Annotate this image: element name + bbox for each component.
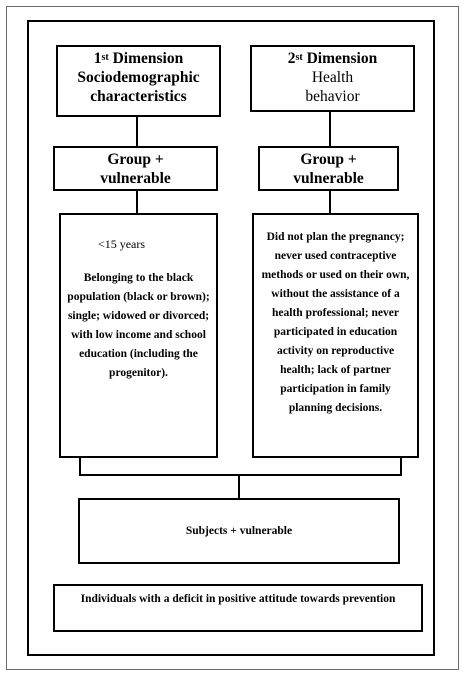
dimension2-description: Did not plan the pregnancy; never used c…	[261, 231, 410, 414]
dimension2-header: 2st Dimension Health behavior	[250, 45, 415, 112]
individuals-label: Individuals with a deficit in positive a…	[80, 593, 396, 605]
dimension1-label: Dimension	[112, 50, 184, 67]
individuals-box: Individuals with a deficit in positive a…	[53, 584, 423, 632]
dimension1-number: 1	[93, 50, 102, 67]
connector-d2-header-group	[329, 112, 331, 146]
dimension1-group-line2: vulnerable	[100, 169, 171, 187]
dimension2-group-line1: Group +	[300, 150, 357, 168]
figure-frame	[6, 6, 459, 670]
dimension1-group-line1: Group +	[107, 150, 164, 168]
dimension2-number: 2	[287, 50, 296, 67]
connector-d1-header-group	[136, 117, 138, 146]
dimension2-ordinal-suffix: st	[295, 52, 303, 63]
subjects-label: Subjects + vulnerable	[185, 524, 293, 537]
diagram-border	[27, 20, 435, 656]
dimension1-header: 1st Dimension Sociodemographic character…	[56, 45, 221, 117]
dimension1-title-line1: Sociodemographic	[77, 69, 200, 86]
connector-d2-down	[400, 458, 402, 476]
dimension1-title-line2: characteristics	[90, 88, 187, 105]
connector-merge-horizontal	[79, 474, 402, 476]
connector-d1-down	[79, 458, 81, 476]
connector-d2-group-desc	[329, 191, 331, 213]
subjects-box: Subjects + vulnerable	[78, 498, 400, 564]
dimension2-group-line2: vulnerable	[293, 169, 364, 187]
dimension2-group-box: Group + vulnerable	[258, 146, 399, 191]
dimension1-description-box: <15 years Belonging to the black populat…	[59, 213, 218, 458]
dimension2-description-box: Did not plan the pregnancy; never used c…	[252, 213, 419, 458]
dimension1-description: Belonging to the black population (black…	[67, 272, 210, 379]
connector-d1-group-desc	[136, 191, 138, 213]
dimension2-title-line1: Health	[311, 69, 354, 86]
connector-merge-down	[238, 476, 240, 498]
dimension1-ordinal-suffix: st	[101, 52, 109, 63]
dimension1-age: <15 years	[97, 237, 146, 251]
dimension1-heading: 1st Dimension	[94, 49, 183, 68]
dimension2-label: Dimension	[306, 50, 378, 67]
dimension1-group-box: Group + vulnerable	[53, 146, 218, 191]
dimension2-title-line2: behavior	[305, 88, 360, 105]
dimension2-heading: 2st Dimension	[288, 49, 377, 68]
